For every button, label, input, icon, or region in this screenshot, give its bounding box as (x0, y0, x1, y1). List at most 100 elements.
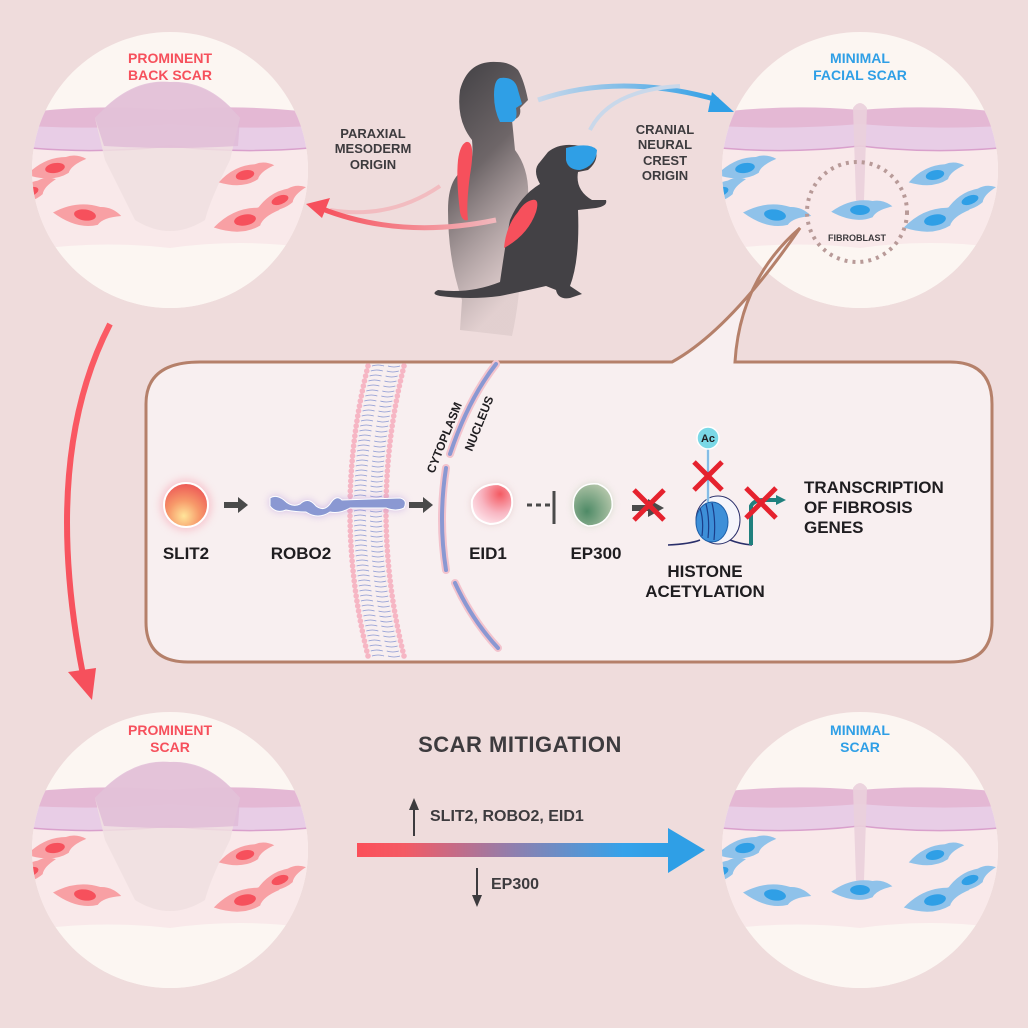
downregulated-arrow-icon (472, 868, 482, 907)
lipid-tail (365, 624, 394, 628)
histone-acetylation-label: HISTONE ACETYLATION (630, 562, 780, 602)
lipid-head (347, 493, 353, 499)
scar-thin-line (853, 783, 867, 885)
lipid-head (385, 563, 392, 569)
panel-title-line1: MINIMAL (830, 50, 890, 66)
lipid-head (365, 363, 371, 369)
fibroblast-nucleus (925, 850, 945, 860)
fibroblast-nucleus (271, 194, 289, 206)
lipid-head (383, 518, 389, 524)
lipid-tail (355, 554, 384, 558)
progression-arrow-down (64, 322, 113, 700)
fibroblast-cell (213, 886, 280, 912)
lipid-tail (359, 589, 388, 593)
arrow-robo2-to-eid1 (409, 497, 433, 513)
lipid-tail (356, 459, 385, 463)
arrowhead-red (306, 198, 330, 218)
fibroblast-cell (722, 155, 777, 179)
lipid-head (350, 573, 357, 579)
lipid-head (398, 373, 405, 379)
mouse-face-region (566, 145, 597, 170)
fibroblast-cell (903, 886, 970, 912)
lipid-head (390, 598, 396, 604)
histone-label-line: HISTONE (667, 562, 743, 581)
lipid-tail (354, 539, 383, 543)
fibroblast-nucleus (45, 162, 65, 174)
lipid-head (390, 418, 396, 424)
lipid-tail (354, 544, 384, 548)
lipid-head (385, 453, 392, 459)
lipid-head (352, 583, 358, 589)
arrow-slit2-to-robo2 (224, 497, 248, 513)
lipid-tail (361, 414, 390, 418)
lipid-head (361, 378, 368, 384)
lipid-tail (369, 644, 398, 648)
lipid-head (384, 548, 391, 554)
lipid-tail (371, 654, 401, 658)
lipid-tail (356, 564, 385, 568)
lipid-tail (354, 494, 383, 498)
lipid-head (396, 633, 403, 639)
fibroblast-cell (32, 835, 87, 859)
lipid-tail (357, 574, 386, 578)
lipid-head (358, 623, 365, 629)
lipid-head (360, 633, 367, 639)
fibroblast-nucleus (722, 866, 729, 878)
lipid-tail (362, 409, 391, 413)
lipid-head (383, 493, 389, 499)
scar-mitigation-title: SCAR MITIGATION (418, 732, 622, 757)
lipid-tail (358, 434, 387, 438)
lipid-head (389, 423, 395, 429)
cranial-origin-arrows (537, 83, 734, 131)
fibroblast-cell (722, 177, 746, 204)
eid1-inhibits-ep300 (527, 491, 556, 524)
lipid-tail (368, 379, 397, 383)
origin-line: ORIGIN (641, 167, 689, 183)
lipid-head (353, 593, 359, 599)
lipid-head (384, 553, 391, 559)
scar-raised-epidermis (95, 81, 240, 148)
lipid-head (354, 418, 360, 424)
lipid-head (383, 528, 390, 534)
lipid-head (385, 558, 391, 564)
panel-title-line2: BACK SCAR (128, 66, 212, 83)
fibroblast-body (722, 177, 746, 204)
transcription-blocked-icon (744, 486, 778, 520)
lipid-head (384, 468, 391, 474)
lipid-head (347, 533, 354, 539)
lipid-head (354, 603, 361, 609)
lipid-head (348, 463, 355, 469)
lipid-head (395, 628, 402, 634)
lipid-tail (356, 449, 386, 453)
human-face-region (494, 77, 522, 122)
lipid-head (390, 603, 397, 609)
lipid-head (396, 383, 403, 389)
fibroblast-nucleus (74, 209, 96, 221)
lipid-head (349, 563, 356, 569)
fibroblast-nucleus (850, 885, 870, 895)
fibroblast-nucleus (235, 850, 255, 860)
lipid-head (350, 443, 357, 449)
lipid-head (383, 488, 390, 494)
lipid-tail (356, 559, 385, 563)
lipid-head (401, 363, 407, 369)
lipid-head (359, 388, 366, 394)
lipid-head (351, 578, 357, 584)
origin-line: NEURAL (637, 137, 693, 153)
fibroblast-body (722, 857, 746, 884)
skin-layers (32, 81, 308, 308)
fibroblast-nucleus (764, 889, 786, 901)
fibroblast-nucleus (32, 866, 39, 878)
lipid-tail (356, 454, 385, 458)
slit2-label: SLIT2 (162, 544, 210, 563)
lipid-head (387, 438, 393, 444)
lipid-tail (360, 419, 390, 423)
lipid-head (384, 473, 390, 479)
lipid-tail (367, 384, 396, 388)
lipid-tail (365, 394, 394, 398)
origin-line: ORIGIN (349, 156, 397, 172)
lipid-tail (357, 444, 386, 448)
mouse-back-region (504, 199, 538, 248)
lipid-head (383, 533, 390, 539)
fibroblast-cell (32, 155, 87, 179)
